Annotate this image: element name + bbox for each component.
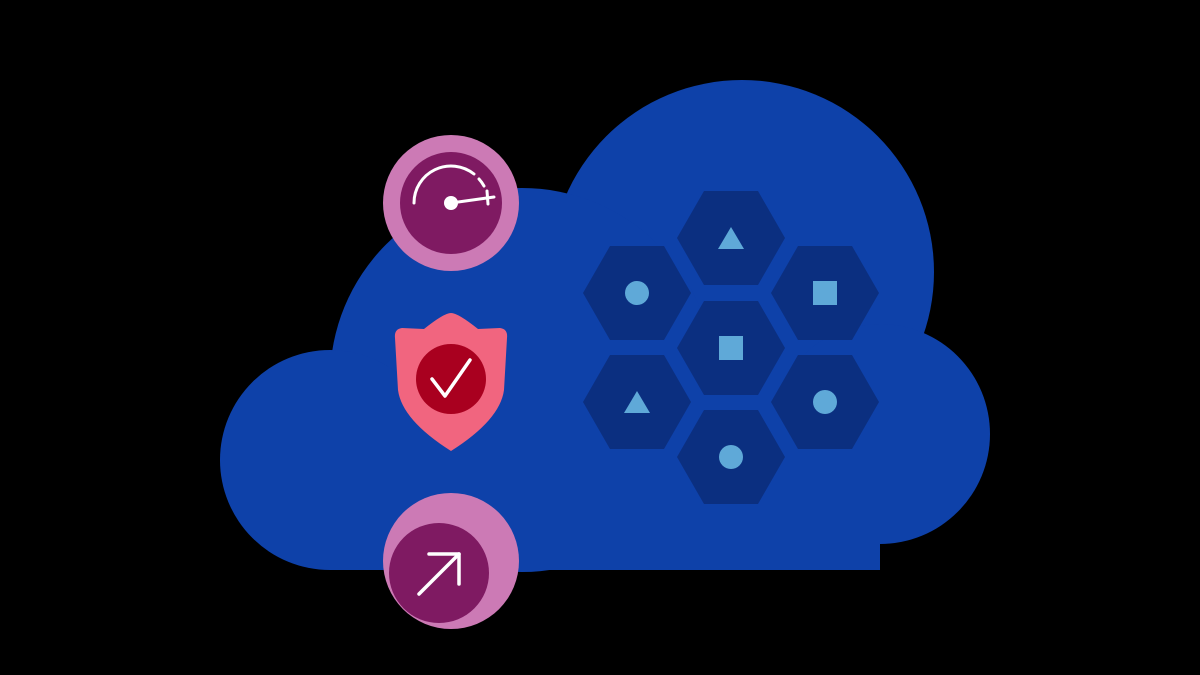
- triangle-symbol: [718, 227, 744, 249]
- hexagon-circle: [771, 355, 879, 449]
- hexagon-circle: [583, 246, 691, 340]
- hexagon-circle: [677, 410, 785, 504]
- hexagon-triangle: [583, 355, 691, 449]
- speedometer-icon: [383, 135, 519, 271]
- square-symbol: [719, 336, 743, 360]
- circle-symbol: [813, 390, 837, 414]
- hexagon-square: [677, 301, 785, 395]
- square-symbol: [813, 281, 837, 305]
- circle-symbol: [719, 445, 743, 469]
- arrow-up-right-icon: [383, 493, 519, 629]
- hexagon-grid: [583, 191, 879, 504]
- hexagon-square: [771, 246, 879, 340]
- shield-check-icon: [394, 313, 508, 451]
- triangle-symbol: [624, 391, 650, 413]
- hexagon-triangle: [677, 191, 785, 285]
- circle-symbol: [625, 281, 649, 305]
